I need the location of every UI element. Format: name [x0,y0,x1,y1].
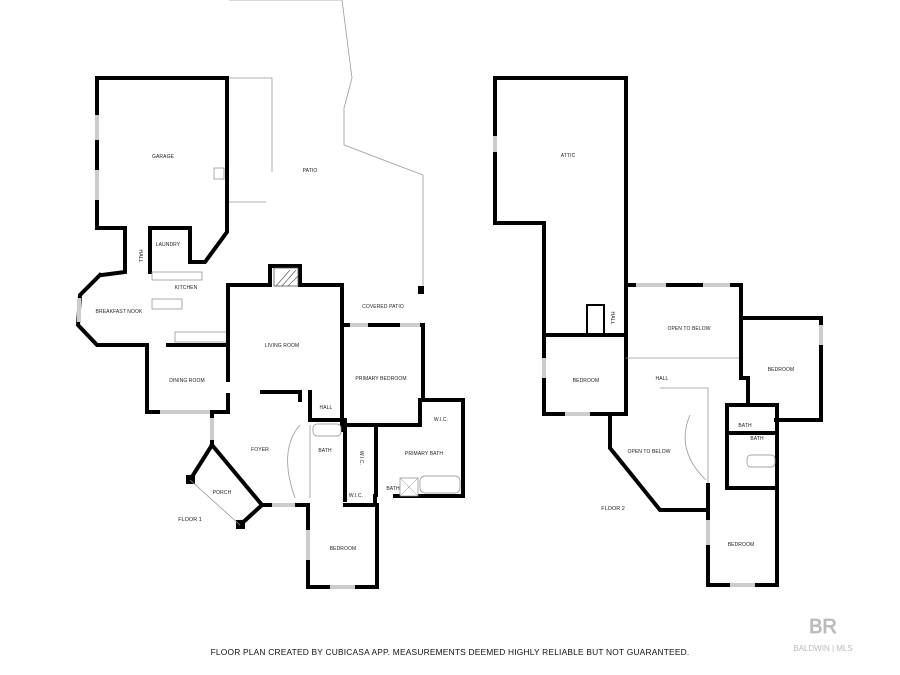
room-label-hall-small: HALL [609,312,615,325]
room-label-hall: HALL [656,376,669,382]
open-to-below-walls [624,283,823,422]
room-label-hall-small: HALL [137,250,143,263]
breakfast-nook-walls [75,272,145,347]
room-label-attic: ATTIC [561,153,576,159]
room-label-wic-1: W.I.C. [358,451,364,465]
attic-walls [493,76,628,416]
room-label-covered-patio: COVERED PATIO [362,304,404,310]
room-label-bedroom: BEDROOM [330,546,357,552]
baldwin-mls-logo: BR BALDWIN | MLS [793,616,852,653]
room-label-living-room: LIVING ROOM [265,343,299,349]
bedroom-south-walls [706,483,779,587]
room-label-bath-2: BATH [750,436,764,442]
floor-1-plan: GARAGE PATIO HALL LAUNDRY KITCHEN BREAKF… [75,0,465,589]
room-label-bath: BATH [318,448,332,454]
floor-2-plan: ATTIC HALL OPEN TO BELOW BEDROOM BEDROOM… [493,76,823,587]
room-label-breakfast-nook: BREAKFAST NOOK [96,309,143,315]
room-label-laundry: LAUNDRY [156,242,181,248]
room-label-bedroom-west: BEDROOM [573,378,600,384]
room-label-bath-small: BATH [386,486,400,492]
room-label-wic-2: W.I.C. [434,417,448,423]
patio-outline [229,0,424,290]
room-label-primary-bedroom: PRIMARY BEDROOM [355,376,406,382]
primary-bedroom-walls [393,323,465,498]
foyer-walls [187,410,214,483]
room-label-porch: PORCH [213,490,232,496]
room-label-open-to-below-2: OPEN TO BELOW [627,449,670,455]
room-label-open-to-below-1: OPEN TO BELOW [667,326,710,332]
room-label-bedroom-south: BEDROOM [728,542,755,548]
room-label-hall: HALL [320,405,333,411]
room-label-foyer: FOYER [251,447,269,453]
room-label-patio: PATIO [303,168,318,174]
room-label-bedroom-east: BEDROOM [768,367,795,373]
room-label-dining-room: DINING ROOM [169,378,205,384]
room-label-kitchen: KITCHEN [175,285,198,291]
room-label-primary-bath: PRIMARY BATH [405,451,443,457]
room-label-wic-3: W.I.C. [349,493,363,499]
stair-opening-walls [608,412,710,512]
porch-outline [189,479,241,526]
garage-walls [95,76,229,264]
logo-text: BALDWIN | MLS [793,644,852,653]
room-label-garage: GARAGE [152,154,175,160]
floor-1-label: FLOOR 1 [178,517,202,523]
disclaimer-text: FLOOR PLAN CREATED BY CUBICASA APP. MEAS… [211,647,690,657]
patio-rail [229,77,273,172]
room-label-bath-1: BATH [738,423,752,429]
logo-mark: BR [809,616,837,638]
floor-2-label: FLOOR 2 [601,506,625,512]
